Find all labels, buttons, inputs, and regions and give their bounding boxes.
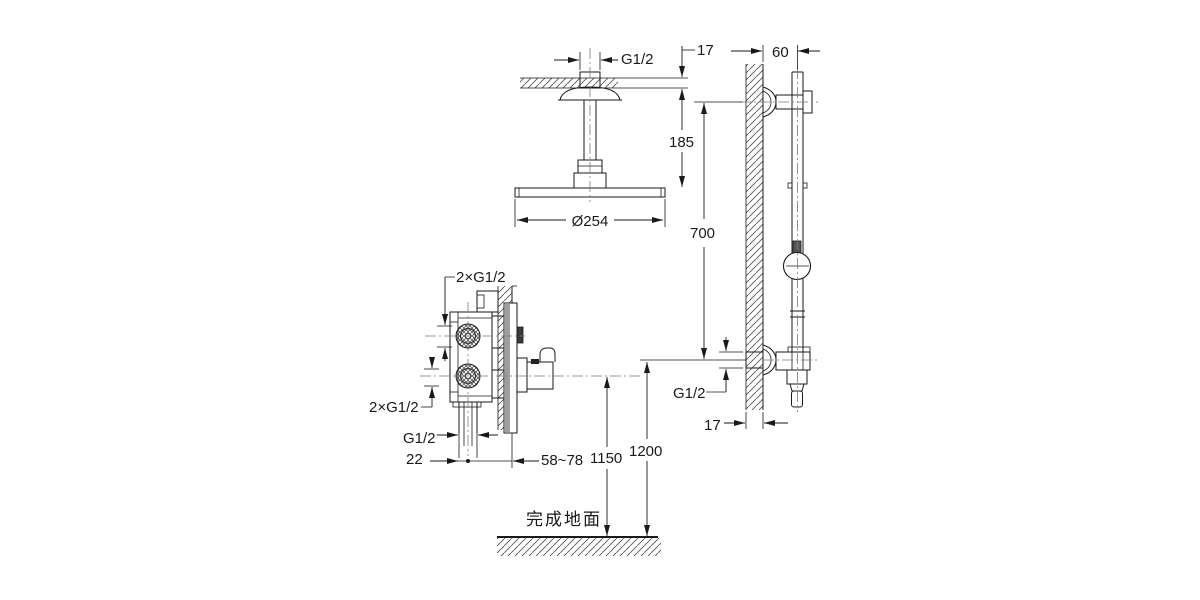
dim-head-diameter: Ø254 <box>572 213 609 230</box>
dim-head-thread: G1/2 <box>621 51 654 68</box>
dim-valve-center-offset: 22 <box>406 451 423 468</box>
slide-bar-dimensions: 60 700 G1/2 17 <box>640 44 820 434</box>
valve-outlet-pipe <box>458 402 478 458</box>
dim-supply-height: 1200 <box>629 443 662 460</box>
dim-bar-length: 700 <box>690 225 715 242</box>
slider-knob <box>782 240 812 281</box>
height-dimensions: 1150 1200 <box>590 362 662 536</box>
dim-wall-plate-thickness: 17 <box>704 417 721 434</box>
dim-bar-wall-offset: 60 <box>772 44 789 61</box>
dim-head-drop: 185 <box>669 134 694 151</box>
floor-hatch <box>497 538 661 556</box>
valve-handle <box>516 347 556 393</box>
valve-top-stub <box>476 290 499 313</box>
diverter-button <box>516 326 524 344</box>
dim-ceiling-thickness: 17 <box>697 42 714 59</box>
wall-hatch <box>746 64 763 410</box>
dim-valve-depth-range: 58~78 <box>541 452 583 469</box>
slide-bar-assembly <box>740 64 818 412</box>
bar-nub-left <box>787 182 793 189</box>
bar-nub-right <box>802 182 808 189</box>
handle-detail <box>531 359 539 364</box>
dim-handle-height: 1150 <box>590 450 622 467</box>
finished-floor: 完成地面 <box>497 510 661 556</box>
ceiling-hatch <box>520 78 618 88</box>
mixer-dimensions: 2×G1/2 2×G1/2 G1/2 22 58~78 <box>369 269 583 469</box>
mixer-valve-assembly <box>420 285 640 468</box>
valve-base <box>452 401 482 408</box>
trim-plate-shading <box>505 304 510 432</box>
head-dimensions: G1/2 17 185 Ø254 <box>514 42 714 230</box>
dim-supply-thread: G1/2 <box>673 385 706 402</box>
dim-valve-top-ports: 2×G1/2 <box>456 269 506 286</box>
dim-valve-bottom-ports: 2×G1/2 <box>369 399 419 416</box>
hand-shower <box>786 369 808 408</box>
ceiling-shower-assembly <box>514 48 688 202</box>
dim-valve-outlet: G1/2 <box>403 430 436 447</box>
floor-label: 完成地面 <box>526 510 602 529</box>
